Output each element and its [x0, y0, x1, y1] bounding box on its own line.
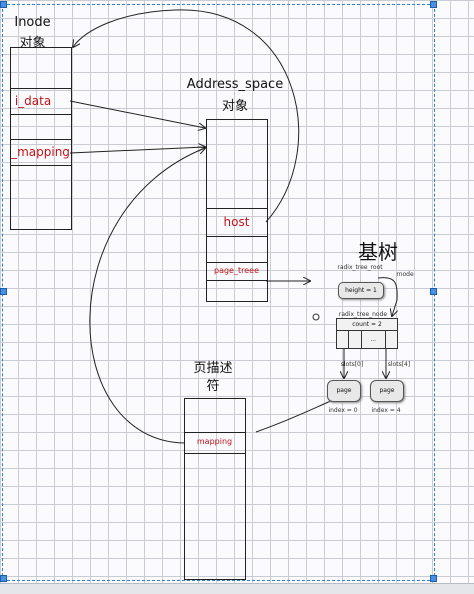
radix-slots0-label: slots[0]	[340, 361, 364, 368]
arrow-mapping-to-address-space	[69, 147, 205, 154]
radix-height-label: height = 1	[345, 287, 377, 294]
address-space-divider	[206, 262, 267, 263]
address-space-field-host: host	[223, 215, 250, 229]
radix-slot	[349, 331, 362, 348]
page-descriptor-box[interactable]	[184, 398, 246, 580]
radix-node-label: radix_tree_node	[338, 311, 388, 318]
radix-page-b-label: page	[379, 387, 395, 394]
page-descriptor-divider	[184, 453, 245, 454]
radix-index-a: index = 0	[328, 407, 358, 414]
radix-node-box: count = 2 ...	[336, 318, 398, 349]
address-space-title-line2: 对象	[221, 99, 248, 114]
radix-slots4-label: slots[4]	[387, 361, 411, 368]
radix-slot	[337, 331, 350, 348]
resize-handle-bottom-left[interactable]	[0, 575, 7, 582]
inode-divider	[10, 88, 71, 89]
inode-divider	[10, 139, 71, 140]
inode-title-line1: Inode	[14, 15, 51, 30]
page-descriptor-title-line1: 页描述	[193, 361, 233, 376]
radix-page-b: page	[370, 380, 404, 402]
page-descriptor-title-line2: 符	[206, 379, 220, 394]
line-radix-page-to-descriptor	[255, 399, 334, 433]
resize-handle-left[interactable]	[0, 288, 7, 295]
radix-count-label: count = 2	[337, 319, 397, 331]
radix-rnode-arrow	[377, 277, 397, 316]
resize-handle-top-left[interactable]	[0, 1, 7, 8]
connection-point[interactable]	[312, 313, 320, 321]
inode-divider	[10, 165, 71, 166]
radix-slot	[386, 331, 397, 348]
inode-field-i-data: i_data	[14, 94, 52, 108]
radix-tree-title: 基树	[358, 240, 398, 264]
arrow-page-mapping-to-address-space	[89, 148, 205, 444]
radix-page-a: page	[327, 380, 361, 402]
address-space-divider	[206, 208, 267, 209]
arrow-host-to-inode	[73, 9, 300, 223]
inode-field-mapping: _mapping	[11, 145, 70, 159]
radix-root-box: height = 1	[338, 282, 384, 299]
arrow-idata-to-address-space	[69, 100, 205, 128]
resize-handle-right[interactable]	[430, 288, 437, 295]
radix-page-a-label: page	[336, 387, 352, 394]
radix-slot-row: ...	[337, 331, 397, 348]
resize-handle-top-right[interactable]	[430, 1, 437, 8]
resize-handle-bottom-right[interactable]	[430, 575, 437, 582]
radix-slot-ellipsis: ...	[362, 331, 386, 348]
address-space-field-page-tree: page_treee	[214, 266, 259, 275]
radix-index-b: index = 4	[371, 407, 401, 414]
address-space-divider	[206, 236, 267, 237]
page-descriptor-divider	[184, 432, 245, 433]
inode-box[interactable]	[10, 47, 72, 230]
address-space-box[interactable]	[206, 119, 268, 302]
address-space-divider	[206, 280, 267, 281]
address-space-title-line1: Address_space	[186, 77, 284, 92]
page-descriptor-field-mapping: mapping	[196, 437, 233, 446]
horizontal-scrollbar[interactable]	[0, 583, 474, 594]
radix-root-label: radix_tree_root	[337, 264, 383, 271]
radix-rnode-label: rnode	[396, 271, 414, 278]
inode-divider	[10, 114, 71, 115]
